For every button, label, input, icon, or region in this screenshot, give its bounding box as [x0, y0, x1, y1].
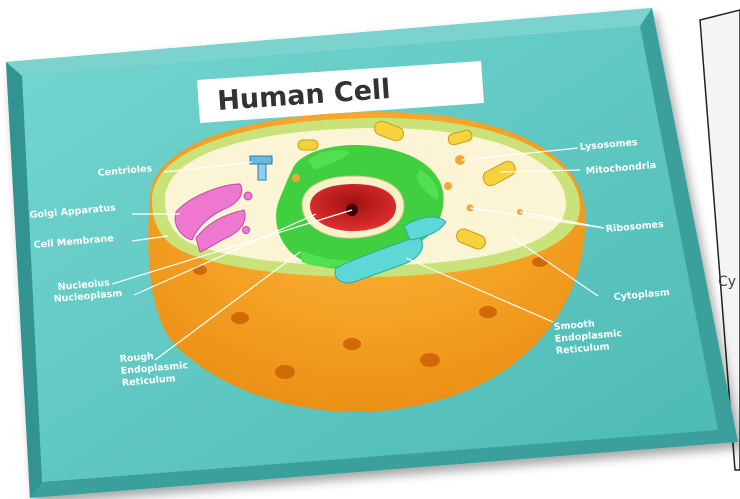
- background-text-fragment: Cy: [718, 274, 736, 290]
